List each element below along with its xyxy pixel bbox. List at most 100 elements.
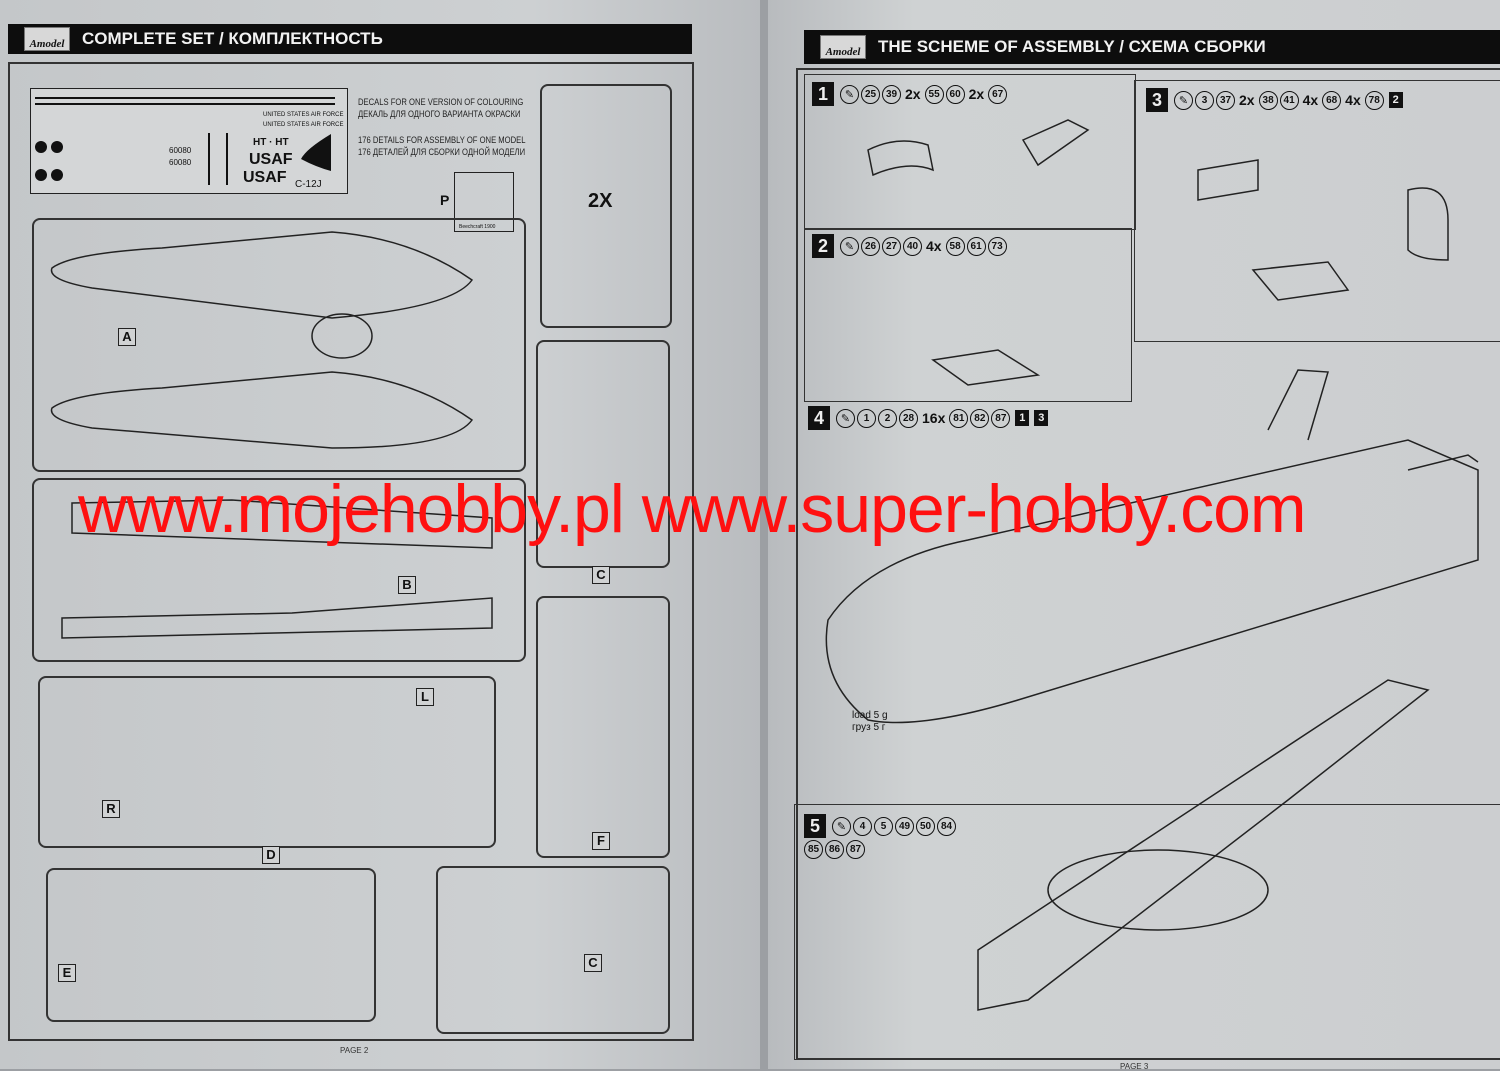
watermark: www.mojehobby.pl www.super-hobby.com (78, 471, 1307, 547)
assembly-drawings (825, 119, 1479, 1011)
part-number: 38 (1258, 90, 1278, 110)
decal-text: HT · HT (253, 137, 289, 148)
part-number: 67 (988, 84, 1008, 104)
sprue-b (32, 478, 526, 662)
info-line: DECALS FOR ONE VERSION OF COLOURING (358, 97, 524, 107)
part-number: 4 (853, 816, 872, 836)
part-number: 85 (804, 840, 823, 859)
step-1-box (804, 74, 1136, 230)
step-number: 5 (804, 814, 826, 838)
step-number: 1 (812, 82, 834, 106)
photoetch-fret: Beechcraft 1900 (454, 172, 514, 232)
decal-text: UNITED STATES AIR FORCE (263, 122, 344, 128)
step-number: 2 (812, 234, 834, 258)
quantity-label: 16x (922, 410, 946, 426)
sprue-label-l: L (416, 688, 434, 706)
part-number: 60 (945, 84, 965, 104)
part-number: 49 (895, 816, 914, 836)
quantity-label: 2x (905, 86, 921, 102)
info-line: 176 ДЕТАЛЕЙ ДЛЯ СБОРКИ ОДНОЙ МОДЕЛИ (358, 147, 526, 157)
part-number: 27 (882, 236, 901, 256)
sprue-label-d: D (262, 846, 280, 864)
load-note-ru: груз 5 г (852, 722, 886, 733)
quantity-label: 2x (1239, 92, 1255, 108)
sprue-label-e: E (58, 964, 76, 982)
part-number: 26 (861, 236, 880, 256)
part-number: 28 (899, 408, 918, 428)
amodel-logo: Amodel (24, 27, 70, 51)
quantity-label: 4x (1345, 92, 1361, 108)
sprue-label-r: R (102, 800, 120, 818)
decal-text: 60080 (169, 146, 192, 155)
wing-parts (61, 499, 493, 639)
part-number: 25 (861, 84, 880, 104)
load-note-en: load 5 g (852, 710, 888, 721)
part-number: 2 (878, 408, 897, 428)
part-number: 82 (970, 408, 990, 428)
sprue-multiplier: 2X (588, 190, 613, 212)
step-2-box (804, 228, 1132, 402)
right-page-title: THE SCHEME OF ASSEMBLY / СХЕМА СБОРКИ (878, 37, 1266, 56)
photoetch-caption: Beechcraft 1900 (459, 224, 496, 230)
decal-shapes (35, 133, 331, 185)
sprue-a (32, 218, 526, 472)
part-number: 81 (949, 408, 969, 428)
sprue-label-a: A (118, 328, 136, 346)
step-reference: 3 (1034, 410, 1049, 426)
part-number: 41 (1279, 90, 1299, 110)
quantity-label: 4x (926, 238, 942, 254)
left-page-header: Amodel COMPLETE SET / КОМПЛЕКТНОСТЬ (8, 24, 692, 54)
part-number: 1 (857, 408, 876, 428)
left-page-frame (8, 62, 694, 1041)
step-number: 3 (1146, 88, 1168, 112)
info-line: 176 DETAILS FOR ASSEMBLY OF ONE MODEL (358, 135, 526, 145)
sprue-label-c2: C (584, 954, 602, 972)
step-5-box (794, 804, 1500, 1060)
glue-icon: ✎ (840, 84, 859, 104)
load-note: load 5 g груз 5 г (852, 710, 888, 734)
decal-text: USAF (249, 151, 293, 168)
quantity-label: 4x (1302, 92, 1319, 108)
part-number: 87 (846, 840, 865, 859)
fuselage-parts (50, 231, 474, 449)
part-number: 39 (882, 84, 901, 104)
right-page: Amodel THE SCHEME OF ASSEMBLY / СХЕМА СБ… (768, 0, 1500, 1071)
decal-text: UNITED STATES AIR FORCE (263, 112, 344, 118)
glue-icon: ✎ (1174, 90, 1193, 110)
step-reference: 2 (1388, 92, 1403, 108)
decal-text: USAF (243, 169, 287, 186)
glue-icon: ✎ (832, 816, 851, 836)
decal-text: C-12J (295, 179, 322, 190)
sprue-label-b: B (398, 576, 416, 594)
part-number: 5 (874, 816, 893, 836)
left-page-title: COMPLETE SET / КОМПЛЕКТНОСТЬ (82, 29, 383, 48)
step-reference: 1 (1015, 410, 1030, 426)
part-number: 58 (945, 236, 965, 256)
part-number: 3 (1195, 90, 1214, 110)
part-number: 78 (1364, 90, 1384, 110)
amodel-logo: Amodel (820, 35, 866, 59)
sprue-label-c: C (592, 566, 610, 584)
decal-sheet: UNITED STATES AIR FORCE UNITED STATES AI… (30, 88, 348, 194)
kit-info: DECALS FOR ONE VERSION OF COLOURING ДЕКА… (358, 96, 526, 158)
part-number: 40 (903, 236, 922, 256)
part-number: 37 (1216, 90, 1235, 110)
part-number: 73 (987, 236, 1007, 256)
part-number: 68 (1322, 90, 1342, 110)
sprue-e (46, 868, 376, 1022)
left-page: Amodel COMPLETE SET / КОМПЛЕКТНОСТЬ UNIT… (0, 0, 760, 1069)
part-number: 55 (924, 84, 944, 104)
part-number: 50 (916, 816, 935, 836)
photoetch-label: P (440, 192, 450, 208)
part-number: 61 (966, 236, 986, 256)
sprue-x2 (540, 84, 672, 328)
page-number: PAGE 3 (1120, 1062, 1149, 1071)
sprue-label-f: F (592, 832, 610, 850)
decal-text: 60080 (169, 158, 192, 167)
step-3-box (1134, 80, 1500, 342)
info-line: ДЕКАЛЬ ДЛЯ ОДНОГО ВАРИАНТА ОКРАСКИ (358, 109, 521, 119)
